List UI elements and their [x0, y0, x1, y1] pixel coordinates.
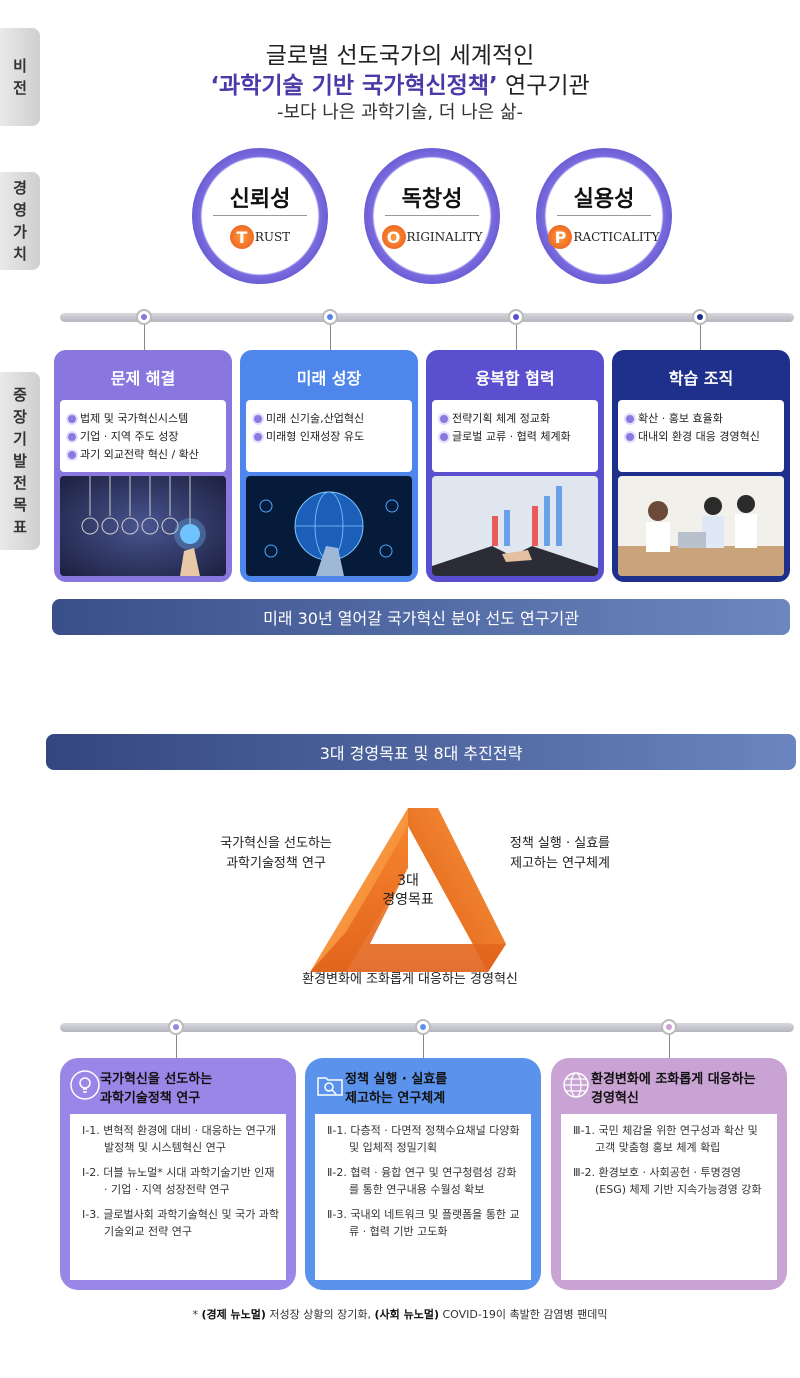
triangle-center-line1: 3대 — [397, 873, 419, 889]
side-tab-values: 경 영 가 치 — [0, 172, 40, 270]
digital-globe-image — [246, 476, 412, 576]
goal-card-learning-organization: 학습 조직 확산 · 홍보 효율화 대내외 환경 대응 경영혁신 — [612, 350, 790, 582]
strategy-title-line1: 환경변화에 조화롭게 대응하는 — [591, 1072, 756, 1087]
timeline-bar-top — [60, 313, 794, 322]
goal-item: 전략기획 체계 정교화 — [440, 410, 592, 428]
goal-item: 미래형 인재성장 유도 — [254, 428, 406, 446]
strategy-item: Ⅲ-1. 국민 체감을 위한 연구성과 확산 및 고객 맞춤형 홍보 체계 확립 — [573, 1124, 758, 1154]
triangle-right-line2: 제고하는 연구체계 — [510, 856, 610, 871]
side-tab-goals: 중 장 기 발 전 목 표 — [0, 372, 40, 550]
footnote: * (경제 뉴노멀) 저성장 상황의 장기화, (사회 뉴노멀) COVID-1… — [0, 1306, 800, 1322]
timeline-dot — [415, 1019, 431, 1035]
strategy-items: Ⅱ-1. 다층적 · 다면적 정책수요채널 다양화 및 입체적 정밀기획 Ⅱ-2… — [315, 1114, 531, 1280]
strategy-item: Ⅰ-2. 더블 뉴노멀* 시대 과학기술기반 인재 · 기업 · 지역 성장전략… — [82, 1166, 275, 1196]
footnote-text-2: COVID-19이 촉발한 감염병 팬데믹 — [438, 1308, 608, 1321]
goal-item: 대내외 환경 대응 경영혁신 — [626, 428, 778, 446]
goal-item: 기업 · 지역 주도 성장 — [68, 428, 220, 446]
strategy-item: Ⅰ-3. 글로벌사회 과학기술혁신 및 국가 과학기술외교 전략 연구 — [82, 1208, 280, 1238]
triangle-right-line1: 정책 실행 · 실효를 — [509, 836, 611, 851]
value-letter-icon: O — [381, 225, 406, 249]
meeting-people-image — [618, 476, 784, 576]
timeline-dot — [508, 309, 524, 325]
value-letter-icon: T — [229, 225, 254, 249]
value-word: RIGINALITY — [406, 230, 483, 244]
globe-icon — [563, 1072, 589, 1098]
strategy-items: Ⅰ-1. 변혁적 환경에 대비 · 대응하는 연구개발정책 및 시스템혁신 연구… — [70, 1114, 286, 1280]
strategy-item: Ⅱ-2. 협력 · 융합 연구 및 연구청렴성 강화를 통한 연구내용 수월성 … — [327, 1166, 517, 1196]
goal-item: 미래 신기술,산업혁신 — [254, 410, 406, 428]
footnote-star: * — [192, 1308, 202, 1321]
timeline-dot — [661, 1019, 677, 1035]
value-title: 실용성 — [573, 187, 635, 212]
goal-item: 법제 및 국가혁신시스템 — [68, 410, 220, 428]
value-title: 신뢰성 — [229, 187, 291, 212]
strategy-item: Ⅱ-1. 다층적 · 다면적 정책수요채널 다양화 및 입체적 정밀기획 — [327, 1124, 520, 1154]
handshake-image — [432, 476, 598, 576]
management-goals-banner: 3대 경영목표 및 8대 추진전략 — [46, 734, 796, 770]
strategy-item: Ⅱ-3. 국내외 네트워크 및 플랫폼을 통한 교류 · 협력 기반 고도화 — [327, 1208, 520, 1238]
goal-item: 확산 · 홍보 효율화 — [626, 410, 778, 428]
strategy-title-line1: 정책 실행 · 실효를 — [345, 1072, 448, 1087]
value-word: RACTICALITY — [573, 230, 660, 244]
strategy-item: Ⅰ-1. 변혁적 환경에 대비 · 대응하는 연구개발정책 및 시스템혁신 연구 — [82, 1124, 276, 1154]
goal-card-future-growth: 미래 성장 미래 신기술,산업혁신 미래형 인재성장 유도 — [240, 350, 418, 582]
lightbulb-icon — [70, 1070, 100, 1100]
value-word: RUST — [254, 230, 291, 244]
goal-items: 확산 · 홍보 효율화 대내외 환경 대응 경영혁신 — [618, 400, 784, 472]
triangle-left-line2: 과학기술정책 연구 — [226, 856, 326, 871]
goal-title: 학습 조직 — [668, 369, 734, 388]
strategy-title-line2: 과학기술정책 연구 — [100, 1091, 201, 1106]
value-title: 독창성 — [401, 187, 463, 212]
triangle-bottom-label: 환경변화에 조화롭게 대응하는 경영혁신 — [302, 972, 518, 987]
vision-line-2: ‘과학기술 기반 국가혁신정책’ 연구기관 — [0, 66, 800, 100]
penrose-triangle-icon — [310, 808, 506, 972]
triangle-left-line1: 국가혁신을 선도하는 — [220, 836, 332, 851]
goal-card-convergence-cooperation: 융복합 협력 전략기획 체계 정교화 글로벌 교류 · 협력 체계화 — [426, 350, 604, 582]
strategy-items: Ⅲ-1. 국민 체감을 위한 연구성과 확산 및 고객 맞춤형 홍보 체계 확립… — [561, 1114, 777, 1280]
timeline-dot — [168, 1019, 184, 1035]
value-letter-icon: P — [548, 225, 573, 249]
lightbulbs-image — [60, 476, 226, 576]
vision-line-1: 글로벌 선도국가의 세계적인 — [265, 43, 535, 69]
vision-subtitle: -보다 나은 과학기술, 더 나은 삶- — [276, 102, 524, 123]
timeline-dot — [136, 309, 152, 325]
footnote-term-economy: (경제 뉴노멀) — [201, 1308, 266, 1321]
timeline-dot — [692, 309, 708, 325]
vision-highlight: ‘과학기술 기반 국가혁신정책’ — [210, 73, 498, 99]
goal-item: 과기 외교전략 혁신 / 확산 — [68, 446, 220, 464]
goal-items: 전략기획 체계 정교화 글로벌 교류 · 협력 체계화 — [432, 400, 598, 472]
goal-title: 미래 성장 — [296, 369, 362, 388]
goal-title: 융복합 협력 — [475, 369, 555, 388]
footnote-term-society: (사회 뉴노멀) — [374, 1308, 439, 1321]
footnote-text-1: 저성장 상황의 장기화, — [265, 1308, 375, 1321]
goal-title: 문제 해결 — [110, 369, 176, 388]
goal-item: 글로벌 교류 · 협력 체계화 — [440, 428, 592, 446]
triangle-center-line2: 경영목표 — [382, 892, 434, 908]
strategy-title-line2: 제고하는 연구체계 — [345, 1091, 446, 1106]
goal-items: 법제 및 국가혁신시스템 기업 · 지역 주도 성장 과기 외교전략 혁신 / … — [60, 400, 226, 472]
side-tab-vision: 비 전 — [0, 28, 40, 126]
strategy-title-line2: 경영혁신 — [591, 1091, 639, 1106]
goal-items: 미래 신기술,산업혁신 미래형 인재성장 유도 — [246, 400, 412, 472]
goal-card-problem-solving: 문제 해결 법제 및 국가혁신시스템 기업 · 지역 주도 성장 과기 외교전략… — [54, 350, 232, 582]
strategy-item: Ⅲ-2. 환경보호 · 사회공헌 · 투명경영 (ESG) 체제 기반 지속가능… — [573, 1166, 762, 1196]
timeline-dot — [322, 309, 338, 325]
mid-long-term-goal-banner: 미래 30년 열어갈 국가혁신 분야 선도 연구기관 — [52, 599, 790, 635]
vision-line-2-rest: 연구기관 — [497, 73, 590, 99]
folder-search-icon — [317, 1077, 343, 1096]
strategy-title-line1: 국가혁신을 선도하는 — [100, 1072, 213, 1087]
